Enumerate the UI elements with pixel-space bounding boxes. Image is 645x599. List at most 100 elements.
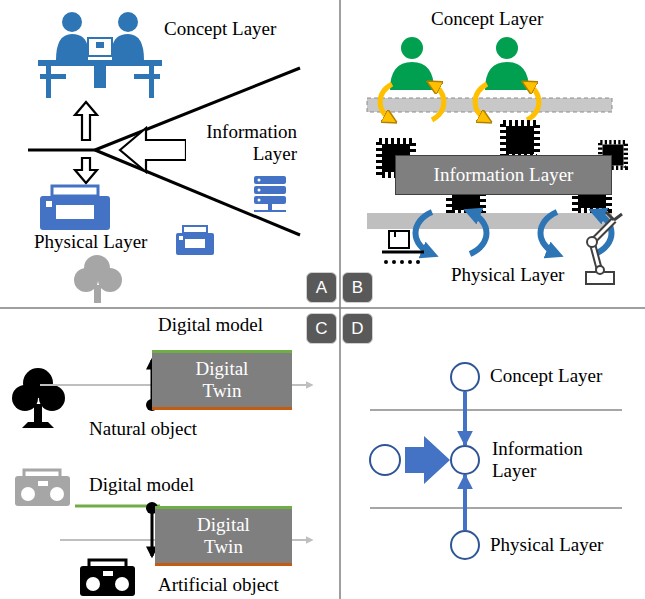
- circle-outline: [451, 446, 479, 474]
- model-arrow: [75, 360, 160, 556]
- conveyor-icon: [389, 231, 409, 248]
- cycle-arrows: [380, 84, 392, 120]
- outline-arrows: [120, 128, 186, 172]
- node-label: Information Layer: [492, 438, 610, 482]
- layer-label: Digital model: [88, 474, 195, 496]
- layer-divider: [370, 409, 622, 411]
- quadrant-badge: D: [342, 313, 373, 344]
- printer-icon: [183, 226, 207, 233]
- people-desk-icon: [149, 66, 154, 98]
- layer-label: Natural object: [88, 418, 198, 440]
- quadrant-letter: A: [316, 278, 327, 298]
- radio-icon: [15, 476, 70, 506]
- server-icon: [268, 204, 272, 210]
- circle-outline: [450, 362, 480, 392]
- cycle-arrows: [475, 84, 487, 120]
- block-arrow: [405, 436, 450, 484]
- printer-icon: [46, 201, 52, 207]
- circle-outline: [450, 530, 480, 560]
- tree-icon: [39, 385, 65, 411]
- people-desk-icon: [94, 66, 106, 88]
- physical-band: [367, 213, 612, 229]
- tree-icon: [12, 368, 65, 428]
- printer-icon: [40, 196, 110, 230]
- quadrant-divider: [339, 0, 341, 599]
- physical-band: [367, 213, 612, 229]
- layer-band: Information Layer: [395, 155, 612, 195]
- people-desk-icon: [118, 12, 138, 32]
- cycle-arrows: [527, 84, 539, 120]
- person-icon: [401, 37, 423, 59]
- outline-arrows: [75, 102, 97, 140]
- conveyor-icon: [392, 260, 396, 264]
- printer-icon: [185, 239, 205, 248]
- people-desk-icon: [38, 12, 162, 98]
- layer-circle: Physical Layer: [450, 530, 480, 560]
- layer-circle: Information Layer: [450, 445, 480, 475]
- server-icon: [258, 179, 261, 182]
- external-circle: [370, 445, 400, 475]
- server-icon: [254, 176, 286, 184]
- conveyor-icon: [416, 260, 420, 264]
- cycle-arrows: [470, 212, 487, 254]
- conveyor-icon: [382, 251, 424, 254]
- radio-icon: [115, 577, 129, 591]
- node-label: Concept Layer: [490, 365, 640, 387]
- quadrant-divider: [0, 307, 645, 309]
- layer-label: Concept Layer: [163, 18, 277, 40]
- people-desk-icon: [56, 34, 88, 60]
- layer-circle: Concept Layer: [450, 362, 480, 392]
- concept-band: [367, 98, 612, 112]
- server-icon: [258, 199, 261, 202]
- people-desk-icon: [46, 66, 51, 98]
- conveyor-icon: [400, 260, 404, 264]
- quadrant-letter: D: [351, 319, 363, 339]
- layer-divider: [370, 410, 622, 508]
- printer-icon: [176, 233, 214, 255]
- layer-label: Information Layer: [186, 121, 298, 165]
- tree-icon: [74, 255, 122, 303]
- quadrant-badge: C: [306, 313, 337, 344]
- circle-outline: [450, 445, 480, 475]
- external-circle: [370, 445, 400, 475]
- layer-arrow: [463, 475, 467, 530]
- printer-icon: [176, 226, 214, 255]
- printer-icon: [52, 186, 98, 196]
- cycle-arrows: [432, 84, 444, 120]
- tree-icon: [98, 268, 122, 292]
- people-desk-icon: [96, 42, 104, 48]
- server-icon: [254, 186, 286, 194]
- quadrant-letter: B: [352, 278, 363, 298]
- people-desk-icon: [88, 38, 112, 56]
- people-desk-icon: [62, 12, 82, 32]
- robot-arm-icon: [586, 212, 622, 284]
- node-label: Information Layer: [434, 164, 574, 186]
- quadrant-badge: B: [342, 272, 373, 303]
- layer-label: Digital model: [157, 314, 264, 336]
- printer-icon: [179, 236, 183, 240]
- people-desk-icon: [134, 74, 160, 79]
- layer-label: Concept Layer: [430, 8, 544, 30]
- people-desk-icon: [40, 74, 66, 79]
- cycle-arrows: [415, 212, 611, 254]
- twin-box: Digital Twin: [155, 506, 292, 566]
- circle-outline: [451, 363, 479, 391]
- radio-icon: [15, 470, 70, 506]
- model-arrow: [151, 508, 154, 556]
- radio-icon: [21, 487, 35, 501]
- layer-arrow: [463, 392, 467, 445]
- radio-icon: [80, 560, 135, 596]
- radio-icon: [103, 571, 113, 576]
- robot-arm-icon: [596, 266, 604, 274]
- robot-arm-icon: [587, 237, 597, 247]
- person-icon: [485, 62, 529, 90]
- server-icon: [254, 196, 286, 204]
- outline-arrows: [75, 158, 97, 183]
- node-label: Physical Layer: [490, 534, 640, 556]
- people-desk-icon: [112, 34, 144, 60]
- person-icon: [496, 37, 518, 59]
- concept-band: [367, 98, 612, 112]
- layer-label: Physical Layer: [450, 264, 565, 286]
